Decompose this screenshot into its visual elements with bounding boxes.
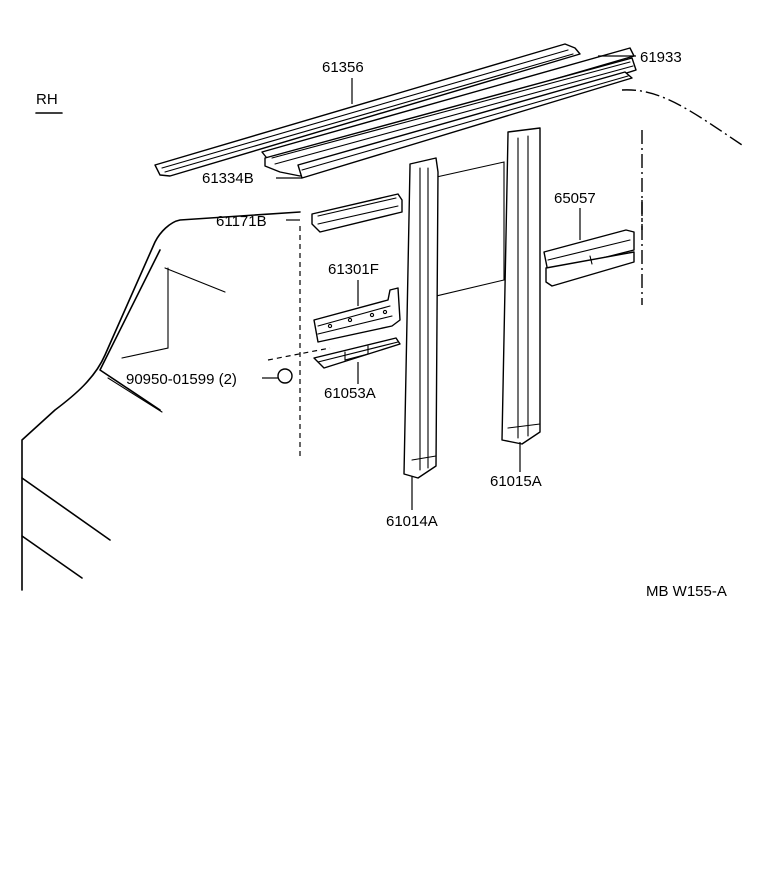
- part-61053A-channel: [313, 337, 401, 369]
- door-frame-panel: [431, 161, 505, 297]
- part-61171B-bracket: [311, 193, 403, 233]
- part-90950-01599-clip: [267, 347, 331, 384]
- label-61171B: 61171B: [216, 213, 267, 230]
- part-65057-bracket: [543, 229, 635, 287]
- side-label: RH: [36, 91, 58, 108]
- label-61014A: 61014A: [386, 513, 438, 530]
- label-61356: 61356: [322, 59, 364, 76]
- roof-rail-assembly: [154, 43, 637, 179]
- part-61015A-pillar: [501, 127, 541, 445]
- figure-code: MB W155-A: [646, 583, 727, 600]
- label-61933: 61933: [640, 49, 682, 66]
- labels: RH 61356 61933 61334B 61171B 61301F 9095…: [35, 49, 727, 600]
- label-61334B: 61334B: [202, 170, 254, 187]
- label-61053A: 61053A: [324, 385, 376, 402]
- vehicle-body-outline: [21, 89, 743, 591]
- leader-lines: [262, 55, 636, 510]
- label-61015A: 61015A: [490, 473, 542, 490]
- part-61301F-plate: [313, 287, 401, 343]
- label-61301F: 61301F: [328, 261, 379, 278]
- label-90950-01599: 90950-01599 (2): [126, 371, 237, 388]
- label-65057: 65057: [554, 190, 596, 207]
- part-61014A-pillar: [403, 157, 439, 479]
